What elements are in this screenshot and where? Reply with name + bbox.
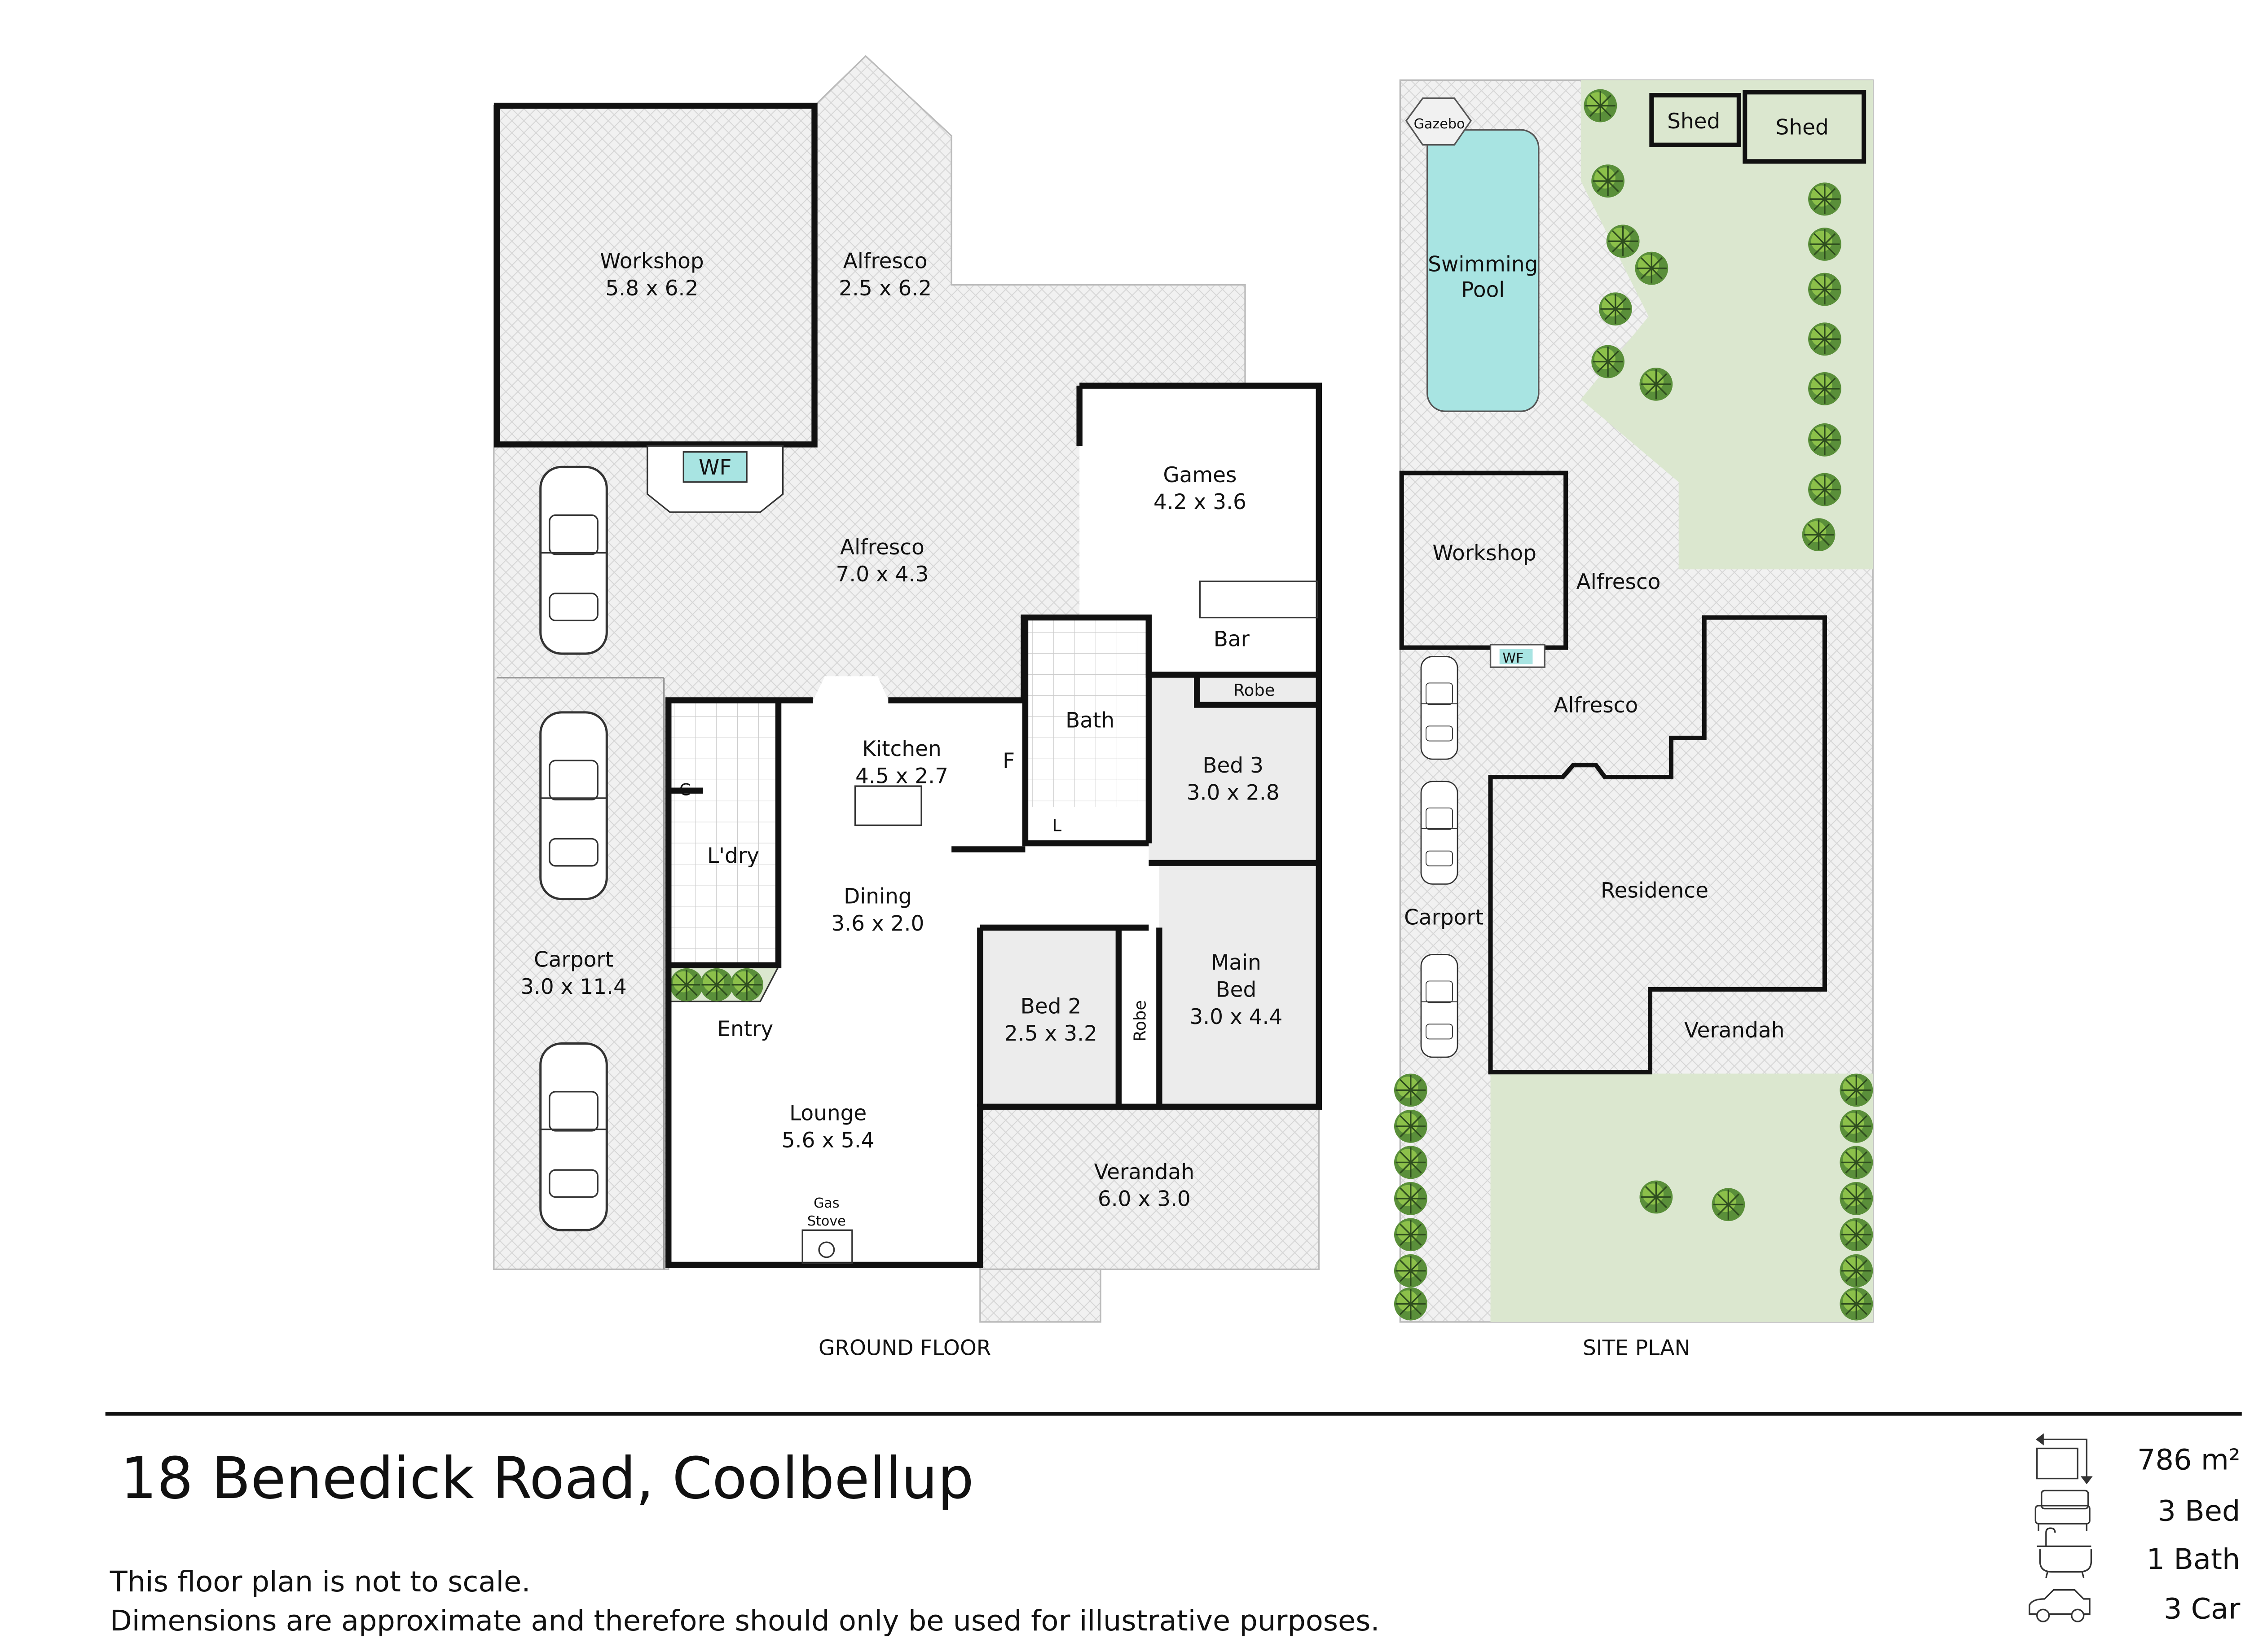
lawn-back bbox=[1580, 80, 1873, 570]
ground-floor-caption: GROUND FLOOR bbox=[819, 1336, 991, 1361]
site-workshop bbox=[1399, 470, 1568, 650]
games-size: 4.2 x 3.6 bbox=[1153, 490, 1246, 514]
laundry-tiles bbox=[668, 702, 779, 966]
main-bed-size: 3.0 x 4.4 bbox=[1189, 1005, 1282, 1029]
verandah-size: 6.0 x 3.0 bbox=[1098, 1187, 1191, 1212]
lounge-label: Lounge bbox=[789, 1101, 867, 1126]
gas-stove-label-2: Stove bbox=[807, 1213, 846, 1229]
linen-label: L bbox=[1052, 816, 1062, 835]
site-alfresco-2-label: Alfresco bbox=[1554, 693, 1638, 718]
dining-size: 3.6 x 2.0 bbox=[831, 911, 924, 936]
alfresco-main-size: 7.0 x 4.3 bbox=[836, 562, 929, 587]
bar-label: Bar bbox=[1214, 627, 1250, 651]
car-icon bbox=[2029, 1589, 2091, 1622]
workshop-size: 5.8 x 6.2 bbox=[605, 276, 698, 301]
carport-label: Carport bbox=[534, 948, 613, 972]
verandah-label: Verandah bbox=[1094, 1160, 1194, 1184]
main-bed-room bbox=[1159, 863, 1317, 1107]
stat-baths: 1 Bath bbox=[2147, 1543, 2241, 1576]
wf-label: WF bbox=[699, 455, 731, 480]
gazebo bbox=[1405, 97, 1472, 146]
laundry-label: L'dry bbox=[707, 844, 759, 868]
bed2-label: Bed 2 bbox=[1021, 994, 1082, 1019]
robe-bed3-label: Robe bbox=[1233, 681, 1275, 700]
property-address: 18 Benedick Road, Coolbellup bbox=[120, 1446, 974, 1512]
cupboard-label: C bbox=[679, 780, 691, 799]
bath-icon bbox=[2037, 1527, 2092, 1578]
alfresco-top-label: Alfresco bbox=[843, 249, 928, 274]
shed-1-label: Shed bbox=[1667, 109, 1720, 134]
gas-stove-label: Gas bbox=[814, 1195, 840, 1211]
bath-label: Bath bbox=[1065, 708, 1114, 733]
dining-label: Dining bbox=[844, 884, 912, 909]
alfresco-main-label: Alfresco bbox=[840, 535, 924, 560]
workshop-label: Workshop bbox=[600, 249, 704, 274]
site-plan: Gazebo Shed Shed Swimming Pool Workshop … bbox=[1393, 79, 1874, 1361]
bed-icon bbox=[2034, 1489, 2091, 1531]
stat-cars: 3 Car bbox=[2164, 1592, 2241, 1626]
site-workshop-label: Workshop bbox=[1432, 541, 1536, 566]
workshop-room bbox=[493, 102, 818, 448]
shed-2 bbox=[1743, 90, 1866, 164]
site-alfresco-1-label: Alfresco bbox=[1576, 570, 1661, 594]
shed-1 bbox=[1649, 93, 1741, 147]
site-wf-label: WF bbox=[1502, 650, 1523, 666]
stat-area: 786 m² bbox=[2137, 1443, 2240, 1476]
site-verandah-label: Verandah bbox=[1684, 1018, 1784, 1043]
bed2-size: 2.5 x 3.2 bbox=[1004, 1021, 1097, 1046]
games-label: Games bbox=[1163, 463, 1237, 488]
gazebo-label: Gazebo bbox=[1414, 116, 1465, 132]
bath-tiles bbox=[1025, 617, 1149, 808]
disclaimer-line-2: Dimensions are approximate and therefore… bbox=[110, 1604, 1380, 1638]
fridge-label: F bbox=[1003, 749, 1015, 773]
lounge-size: 5.6 x 5.4 bbox=[782, 1128, 875, 1153]
kitchen-label: Kitchen bbox=[862, 737, 941, 761]
pool-label: Swimming bbox=[1428, 252, 1538, 277]
ground-floor-plan: Workshop 5.8 x 6.2 Alfresco 2.5 x 6.2 WF… bbox=[493, 55, 1322, 1361]
stat-beds: 3 Bed bbox=[2157, 1494, 2240, 1528]
residence-label: Residence bbox=[1601, 878, 1708, 903]
bed3-size: 3.0 x 2.8 bbox=[1187, 780, 1280, 805]
robe-main-label: Robe bbox=[1131, 1000, 1150, 1042]
carport-size: 3.0 x 11.4 bbox=[520, 975, 627, 999]
lawn-front bbox=[1490, 1073, 1873, 1322]
main-bed-label-2: Bed bbox=[1215, 978, 1256, 1002]
bed3-label: Bed 3 bbox=[1202, 753, 1263, 778]
residence bbox=[1488, 615, 1827, 1075]
land-area-icon bbox=[2035, 1433, 2093, 1485]
main-bed-label: Main bbox=[1211, 950, 1261, 975]
paving-steps bbox=[979, 1268, 1101, 1323]
shed-2-label: Shed bbox=[1776, 115, 1829, 140]
entry-label: Entry bbox=[717, 1017, 773, 1041]
alfresco-top-size: 2.5 x 6.2 bbox=[839, 276, 932, 301]
site-plan-caption: SITE PLAN bbox=[1583, 1336, 1690, 1361]
disclaimer-line-1: This floor plan is not to scale. bbox=[110, 1565, 531, 1599]
bed2-room bbox=[980, 927, 1119, 1107]
kitchen-size: 4.5 x 2.7 bbox=[855, 764, 948, 788]
pool bbox=[1426, 129, 1540, 412]
pool-label-2: Pool bbox=[1461, 277, 1505, 302]
site-carport-label: Carport bbox=[1404, 905, 1483, 930]
